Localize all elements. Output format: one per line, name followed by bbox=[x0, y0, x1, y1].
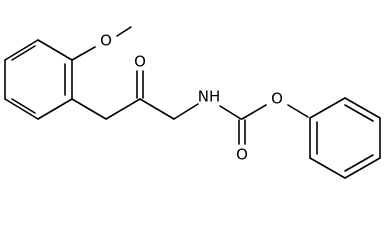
methoxy-group: O bbox=[71, 26, 132, 61]
structure-diagram: O O NH O O bbox=[4, 26, 381, 179]
phenyl-ring bbox=[309, 97, 381, 179]
ester-oxygen-label: O bbox=[271, 90, 283, 108]
molecule-drawing: O O NH O O bbox=[4, 26, 381, 179]
methoxy-oxygen-label: O bbox=[100, 32, 112, 50]
amine-nitrogen-label: NH bbox=[198, 88, 221, 106]
methoxyphenyl-ring bbox=[4, 39, 73, 120]
ketone-oxygen-label: O bbox=[134, 53, 146, 71]
ketone-chain: O bbox=[71, 53, 175, 120]
carbamate-carbonyl-oxygen-label: O bbox=[236, 146, 248, 164]
carbamate-group: NH O O bbox=[173, 88, 309, 164]
